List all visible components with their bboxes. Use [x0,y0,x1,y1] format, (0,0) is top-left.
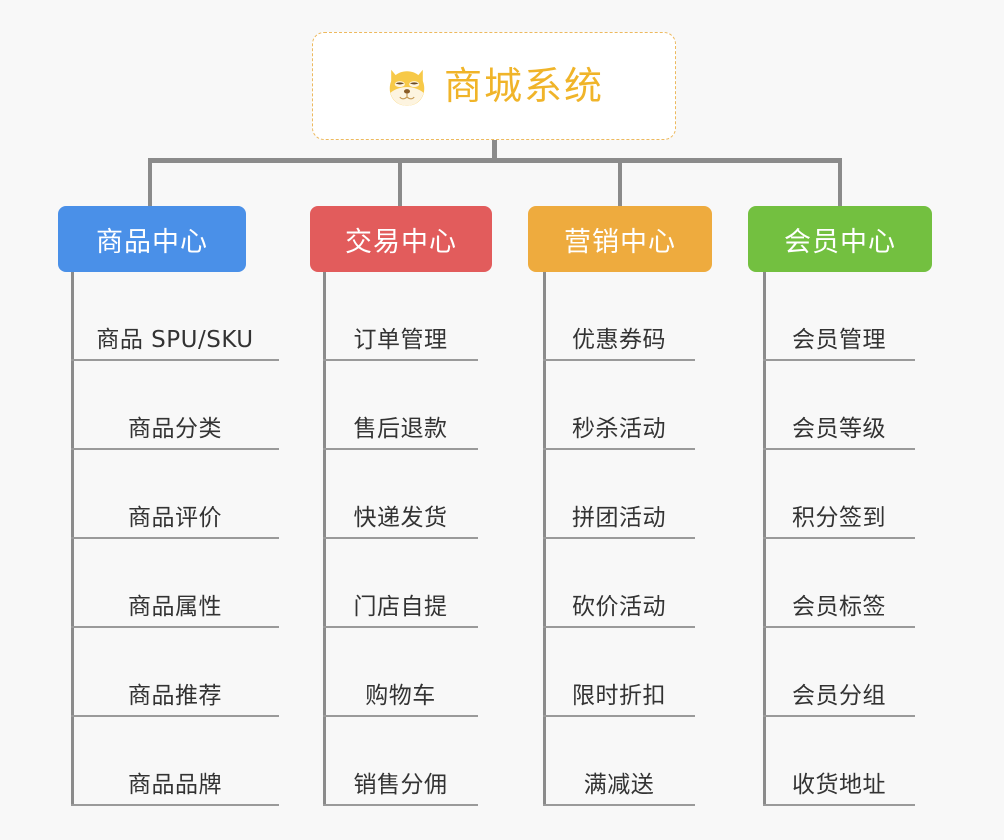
leaf-item[interactable]: 订单管理 [323,272,478,361]
leaf-label: 会员标签 [792,593,886,620]
leaf-label: 会员管理 [792,326,886,353]
leaf-label: 订单管理 [353,326,448,353]
leaf-label: 限时折扣 [572,682,666,709]
leaf-item[interactable]: 拼团活动 [543,450,695,539]
connector-drop-4 [838,158,842,208]
leaf-label: 优惠券码 [572,326,666,353]
leaf-label: 积分签到 [792,504,886,531]
connector-horizontal-bus [148,158,842,163]
category-title: 交易中心 [345,226,457,258]
leaf-item[interactable]: 商品 SPU/SKU [71,272,279,361]
leaf-item[interactable]: 门店自提 [323,539,478,628]
leaf-label: 收货地址 [792,771,886,798]
leaf-column-marketing-center: 优惠券码 秒杀活动 拼团活动 砍价活动 限时折扣 满减送 [543,272,695,806]
leaf-item[interactable]: 收货地址 [763,717,915,806]
root-label: 商城系统 [443,64,604,108]
connector-drop-1 [148,158,152,208]
leaf-label: 秒杀活动 [572,415,666,442]
leaf-label: 满减送 [583,771,655,798]
leaf-label: 商品属性 [128,593,222,620]
leaf-item[interactable]: 售后退款 [323,361,478,450]
category-header-trade-center[interactable]: 交易中心 [310,206,492,272]
leaf-item[interactable]: 限时折扣 [543,628,695,717]
leaf-item[interactable]: 商品推荐 [71,628,279,717]
leaf-item[interactable]: 销售分佣 [323,717,478,806]
leaf-label: 售后退款 [353,415,448,442]
leaf-item[interactable]: 秒杀活动 [543,361,695,450]
category-header-product-center[interactable]: 商品中心 [58,206,246,272]
leaf-label: 门店自提 [353,593,448,620]
leaf-item[interactable]: 优惠券码 [543,272,695,361]
category-title: 商品中心 [96,226,208,258]
leaf-item[interactable]: 快递发货 [323,450,478,539]
column-trunk-line [543,272,546,806]
leaf-column-trade-center: 订单管理 售后退款 快递发货 门店自提 购物车 销售分佣 [323,272,478,806]
leaf-item[interactable]: 会员分组 [763,628,915,717]
category-header-member-center[interactable]: 会员中心 [748,206,932,272]
shiba-dog-icon [384,64,430,110]
leaf-label: 商品推荐 [128,682,222,709]
column-trunk-line [323,272,326,806]
leaf-label: 商品评价 [128,504,222,531]
connector-root-stem [492,140,497,162]
leaf-label: 快递发货 [353,504,448,531]
leaf-label: 销售分佣 [353,771,448,798]
leaf-item[interactable]: 购物车 [323,628,478,717]
leaf-item[interactable]: 会员标签 [763,539,915,628]
leaf-column-member-center: 会员管理 会员等级 积分签到 会员标签 会员分组 收货地址 [763,272,915,806]
leaf-item[interactable]: 会员等级 [763,361,915,450]
category-title: 营销中心 [564,226,676,258]
connector-drop-3 [618,158,622,208]
leaf-item[interactable]: 砍价活动 [543,539,695,628]
leaf-label: 商品 SPU/SKU [96,326,254,353]
category-title: 会员中心 [784,226,896,258]
leaf-label: 会员分组 [792,682,886,709]
root-node[interactable]: 商城系统 [312,32,676,140]
leaf-label: 砍价活动 [572,593,666,620]
leaf-item[interactable]: 商品分类 [71,361,279,450]
leaf-item[interactable]: 积分签到 [763,450,915,539]
leaf-item[interactable]: 商品品牌 [71,717,279,806]
category-header-marketing-center[interactable]: 营销中心 [528,206,712,272]
leaf-item[interactable]: 商品属性 [71,539,279,628]
leaf-item[interactable]: 商品评价 [71,450,279,539]
column-trunk-line [71,272,74,806]
leaf-label: 购物车 [365,682,436,709]
leaf-item[interactable]: 满减送 [543,717,695,806]
leaf-label: 商品品牌 [128,771,222,798]
leaf-column-product-center: 商品 SPU/SKU 商品分类 商品评价 商品属性 商品推荐 商品品牌 [71,272,279,806]
leaf-label: 拼团活动 [572,504,666,531]
leaf-item[interactable]: 会员管理 [763,272,915,361]
leaf-label: 会员等级 [792,415,886,442]
leaf-label: 商品分类 [128,415,222,442]
connector-drop-2 [398,158,402,208]
column-trunk-line [763,272,766,806]
